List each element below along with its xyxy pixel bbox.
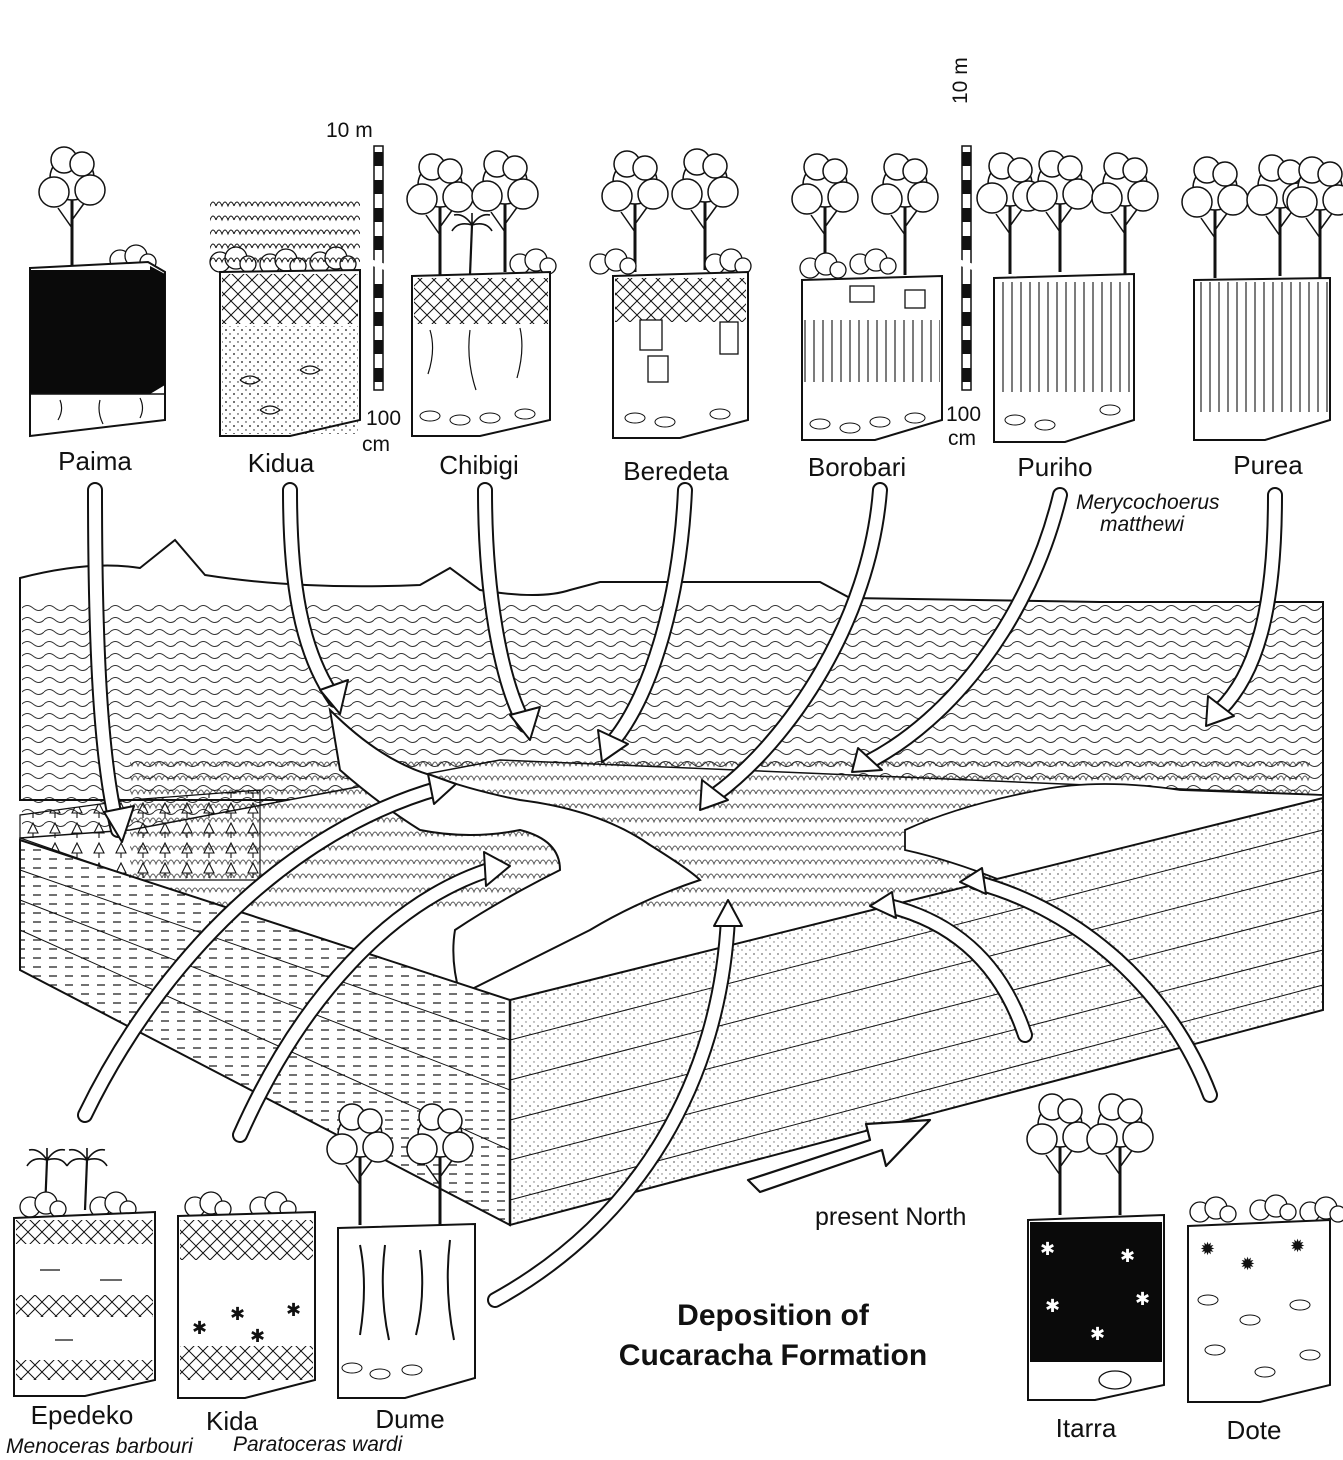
profile-chibigi — [407, 151, 556, 436]
scale-label-right-value: 100 — [946, 404, 981, 425]
svg-text:✱: ✱ — [230, 1304, 245, 1324]
svg-text:✱: ✱ — [250, 1326, 265, 1346]
figure-title-line2: Cucaracha Formation — [598, 1336, 948, 1376]
profile-label-dote: Dote — [1227, 1417, 1282, 1443]
profile-kidua — [210, 200, 360, 436]
profile-beredeta — [590, 149, 751, 438]
species-label-kida: Paratoceras wardi — [233, 1434, 402, 1456]
profile-itarra: ✱ ✱ ✱ ✱ ✱ — [1027, 1094, 1164, 1400]
species-label-puriho-genus: Merycochoerus — [1076, 492, 1220, 514]
profile-label-borobari: Borobari — [808, 454, 906, 480]
profile-label-purea: Purea — [1233, 452, 1302, 478]
profile-borobari — [792, 154, 942, 440]
profile-kida: ✱ ✱ ✱ ✱ — [178, 1192, 315, 1398]
profile-label-paima: Paima — [58, 448, 132, 474]
svg-text:✱: ✱ — [1120, 1246, 1135, 1266]
profile-label-chibigi: Chibigi — [439, 452, 519, 478]
svg-text:✱: ✱ — [1135, 1289, 1150, 1309]
svg-text:✱: ✱ — [1040, 1239, 1055, 1259]
svg-text:✹: ✹ — [1200, 1239, 1215, 1259]
profile-label-itarra: Itarra — [1056, 1415, 1117, 1441]
profile-paima — [30, 147, 165, 436]
profile-puriho — [977, 151, 1158, 442]
profile-label-dume: Dume — [375, 1406, 444, 1432]
scale-label-left-value: 100 — [366, 408, 401, 429]
svg-text:✱: ✱ — [1090, 1324, 1105, 1344]
scale-bar-right — [958, 146, 976, 390]
scale-bar-left — [370, 146, 388, 390]
profile-dote: ✹ ✹ ✹ — [1188, 1195, 1343, 1402]
profile-label-beredeta: Beredeta — [623, 458, 729, 484]
svg-text:✱: ✱ — [192, 1318, 207, 1338]
scale-label-left-top: 10 m — [326, 120, 373, 141]
scale-label-right-unit: cm — [948, 428, 976, 449]
svg-text:✱: ✱ — [1045, 1296, 1060, 1316]
paima-dark-horizon — [30, 270, 150, 394]
svg-text:✹: ✹ — [1290, 1236, 1305, 1256]
north-label: present North — [815, 1203, 966, 1232]
figure-title: Deposition of Cucaracha Formation — [598, 1296, 948, 1376]
species-label-puriho-epithet: matthewi — [1100, 514, 1184, 536]
figure-title-line1: Deposition of — [598, 1296, 948, 1336]
scale-label-left-unit: cm — [362, 434, 390, 455]
profile-label-kida: Kida — [206, 1408, 258, 1434]
profile-purea — [1182, 155, 1343, 440]
profile-epedeko — [14, 1148, 155, 1396]
svg-text:✹: ✹ — [1240, 1254, 1255, 1274]
scale-label-right-top: 10 m — [950, 57, 971, 104]
profile-label-kidua: Kidua — [248, 450, 315, 476]
svg-text:✱: ✱ — [286, 1300, 301, 1320]
profile-label-puriho: Puriho — [1017, 454, 1092, 480]
species-label-epedeko: Menoceras barbouri — [6, 1436, 193, 1458]
profile-label-epedeko: Epedeko — [31, 1402, 134, 1428]
